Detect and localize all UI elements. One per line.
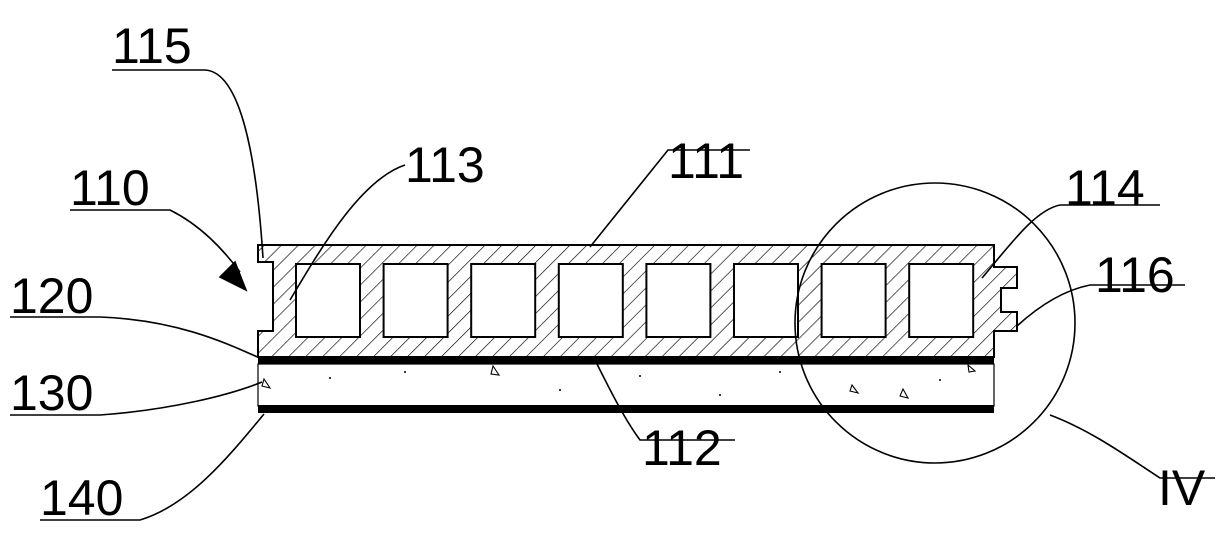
layer-140 <box>258 405 994 413</box>
hollow-cavity <box>382 263 449 338</box>
leader-110 <box>70 209 241 273</box>
label-110: 110 <box>70 160 150 216</box>
label-112: 112 <box>642 420 722 476</box>
label-140: 140 <box>40 470 123 526</box>
label-115: 115 <box>112 18 192 74</box>
hollow-cavity <box>645 263 712 338</box>
leader-130 <box>10 381 263 416</box>
hollow-cavity <box>820 263 887 338</box>
label-130: 130 <box>10 365 93 421</box>
label-120: 120 <box>10 268 93 324</box>
leader-iv <box>1049 414 1215 479</box>
leader-112 <box>594 359 735 441</box>
hollow-cavity <box>470 263 537 338</box>
leader-111 <box>589 149 750 248</box>
layer-130 <box>257 363 995 407</box>
filler-aggregate-marks <box>261 363 977 399</box>
hollow-cavity <box>908 263 975 338</box>
label-114: 114 <box>1065 160 1145 216</box>
layer-120 <box>258 356 994 364</box>
label-116: 116 <box>1095 247 1175 303</box>
hollow-cavity <box>295 263 361 338</box>
panel-body-110 <box>257 244 1018 358</box>
leader-116 <box>1016 284 1185 327</box>
leader-113 <box>289 164 406 301</box>
cavity-group-113 <box>295 263 975 338</box>
hollow-cavity <box>733 263 799 338</box>
leader-115 <box>112 69 264 259</box>
leader-114 <box>981 204 1160 279</box>
label-111: 111 <box>668 133 744 189</box>
leader-120 <box>10 316 263 360</box>
label-iv: IV <box>1158 460 1206 516</box>
arrowhead-110 <box>218 260 248 292</box>
label-113: 113 <box>405 137 485 193</box>
hollow-cavity <box>557 263 624 338</box>
leader-140 <box>40 413 265 521</box>
detail-circle-iv <box>794 182 1076 464</box>
